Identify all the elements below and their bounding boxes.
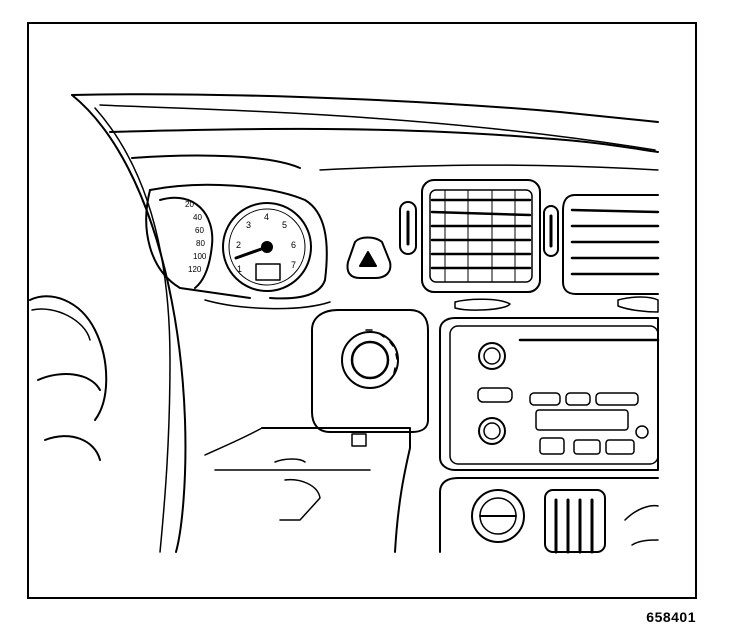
speedo-label-60: 60	[195, 226, 204, 235]
tach-label-7: 7	[291, 260, 296, 270]
speedo-label-20: 20	[185, 200, 194, 209]
dash-lower-ridges	[454, 296, 659, 313]
radio-button-1	[539, 437, 565, 455]
speedo-label-100: 100	[193, 252, 207, 261]
tachometer: 1 2 3 4 5 6 7	[222, 202, 312, 292]
speedo-label-40: 40	[193, 213, 202, 222]
tach-label-6: 6	[291, 240, 296, 250]
radio-display	[535, 409, 629, 431]
center-air-vent	[421, 179, 541, 293]
tach-label-5: 5	[282, 220, 287, 230]
lower-trim	[204, 427, 411, 553]
seek-button	[477, 387, 513, 403]
hazard-button	[346, 236, 392, 279]
radio-button-3	[605, 439, 635, 455]
right-air-vent	[562, 194, 660, 295]
headlamp-switch-panel	[311, 309, 429, 433]
radio-small-knob	[635, 425, 649, 439]
figure-frame	[27, 22, 697, 599]
preset-button-c	[595, 392, 639, 406]
headlamp-detent-marks	[365, 329, 398, 374]
tach-label-1: 1	[237, 264, 242, 274]
tach-hub	[261, 241, 273, 253]
volume-knob	[478, 342, 506, 370]
radio-unit	[439, 317, 660, 471]
radio-button-2	[573, 439, 601, 455]
fan-knob	[471, 489, 525, 543]
tach-label-4: 4	[264, 212, 269, 222]
left-slim-vent	[399, 201, 417, 255]
trim-clip	[351, 433, 367, 447]
figure-id-label: 658401	[646, 609, 696, 625]
headlamp-knob-ring	[341, 331, 399, 389]
hazard-triangle-icon	[359, 251, 377, 267]
speedo-label-80: 80	[196, 239, 205, 248]
instrument-cluster-hood	[145, 183, 331, 310]
tach-label-3: 3	[246, 220, 251, 230]
speedo-tick-labels: 20 40 60 80 100 120	[185, 200, 207, 274]
preset-button-b	[565, 392, 591, 406]
tach-display-window	[255, 263, 281, 281]
right-slim-vent	[543, 205, 559, 257]
steering-wheel	[29, 94, 187, 553]
speedo-label-120: 120	[188, 265, 202, 274]
tach-tick-labels: 1 2 3 4 5 6 7	[236, 212, 296, 274]
dash-top-outline	[71, 93, 659, 171]
climate-control	[439, 477, 659, 554]
center-lower-vent	[544, 489, 606, 553]
preset-button-a	[529, 392, 561, 406]
speedometer: 20 40 60 80 100 120	[159, 196, 214, 289]
tune-knob	[478, 417, 506, 445]
tach-label-2: 2	[236, 240, 241, 250]
headlamp-knob	[350, 340, 390, 380]
